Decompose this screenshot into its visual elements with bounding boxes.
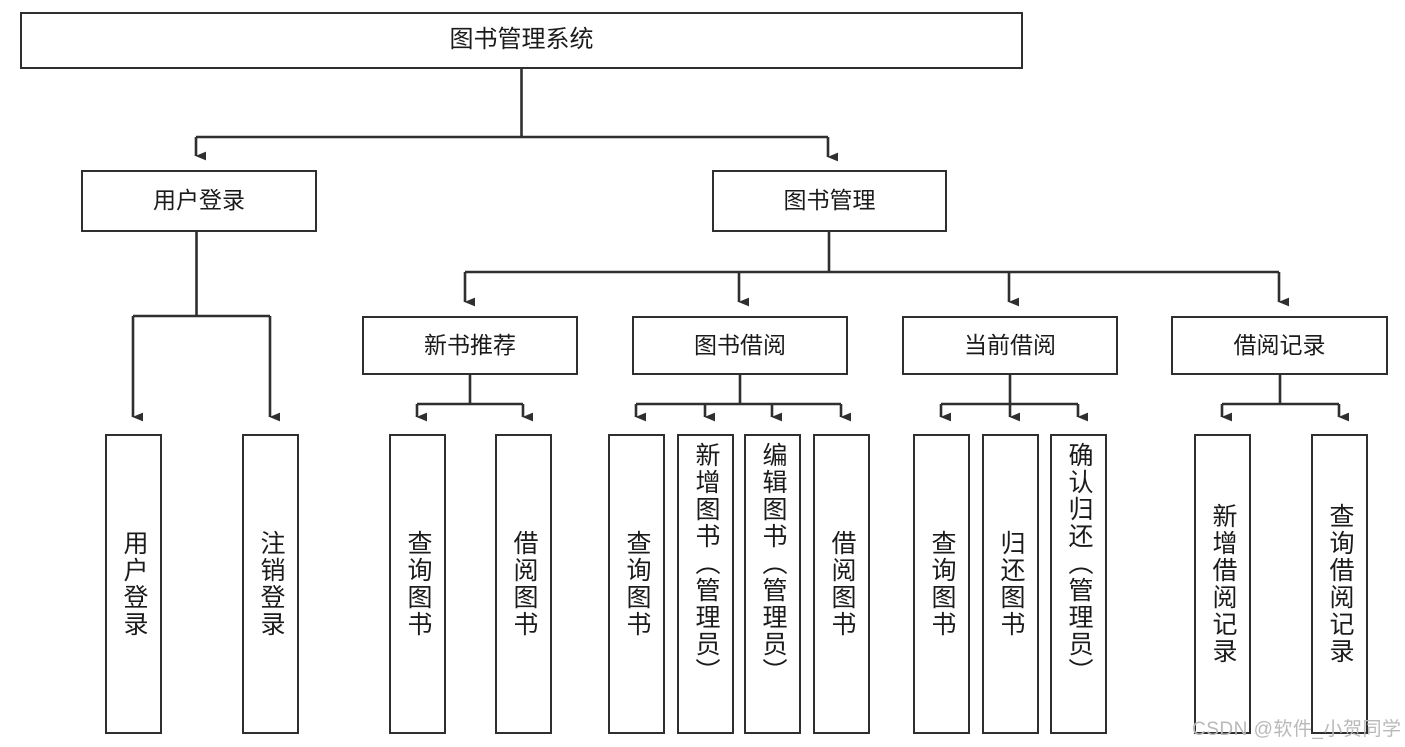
leaf-book-borrow-query-book[interactable]: 查询图书 — [608, 434, 665, 734]
node-label: 图书管理 — [783, 187, 876, 214]
node-label: 用户登录 — [120, 530, 148, 638]
node-label: 编辑图书（管理员） — [759, 442, 787, 685]
node-label: 归还图书 — [997, 530, 1025, 638]
node-label: 注销登录 — [257, 530, 285, 638]
node-label: 图书管理系统 — [449, 26, 594, 54]
leaf-user-login-signout[interactable]: 注销登录 — [242, 434, 299, 734]
node-label: 确认归还（管理员） — [1065, 442, 1093, 685]
node-label: 查询图书 — [928, 530, 956, 638]
node-label: 图书借阅 — [694, 331, 786, 358]
node-label: 新增图书（管理员） — [692, 442, 720, 685]
node-label: 借阅图书 — [510, 530, 538, 638]
node-label: 借阅图书 — [828, 530, 856, 638]
leaf-user-login-signin[interactable]: 用户登录 — [105, 434, 162, 734]
node-current-borrow[interactable]: 当前借阅 — [902, 316, 1118, 375]
leaf-borrow-record-query-record[interactable]: 查询借阅记录 — [1311, 434, 1368, 734]
node-new-book-recommend[interactable]: 新书推荐 — [362, 316, 578, 375]
node-label: 查询借阅记录 — [1326, 503, 1354, 665]
node-user-login[interactable]: 用户登录 — [81, 170, 317, 232]
node-borrow-record[interactable]: 借阅记录 — [1171, 316, 1388, 375]
leaf-new-book-borrow-book[interactable]: 借阅图书 — [495, 434, 552, 734]
node-label: 新增借阅记录 — [1209, 503, 1237, 665]
node-book-management[interactable]: 图书管理 — [712, 170, 947, 232]
node-label: 查询图书 — [623, 530, 651, 638]
node-label: 新书推荐 — [424, 331, 516, 358]
leaf-current-borrow-return-book[interactable]: 归还图书 — [982, 434, 1039, 734]
leaf-book-borrow-borrow-book[interactable]: 借阅图书 — [813, 434, 870, 734]
leaf-borrow-record-add-record[interactable]: 新增借阅记录 — [1194, 434, 1251, 734]
leaf-book-borrow-edit-book-admin[interactable]: 编辑图书（管理员） — [744, 434, 801, 734]
node-root-system[interactable]: 图书管理系统 — [20, 12, 1023, 69]
leaf-new-book-query-book[interactable]: 查询图书 — [389, 434, 446, 734]
leaf-current-borrow-confirm-return-admin[interactable]: 确认归还（管理员） — [1050, 434, 1107, 734]
leaf-current-borrow-query-book[interactable]: 查询图书 — [913, 434, 970, 734]
node-label: 当前借阅 — [964, 331, 1056, 358]
node-label: 用户登录 — [153, 187, 245, 214]
leaf-book-borrow-add-book-admin[interactable]: 新增图书（管理员） — [677, 434, 734, 734]
node-book-borrow[interactable]: 图书借阅 — [632, 316, 848, 375]
node-label: 查询图书 — [404, 530, 432, 638]
node-label: 借阅记录 — [1233, 331, 1326, 358]
